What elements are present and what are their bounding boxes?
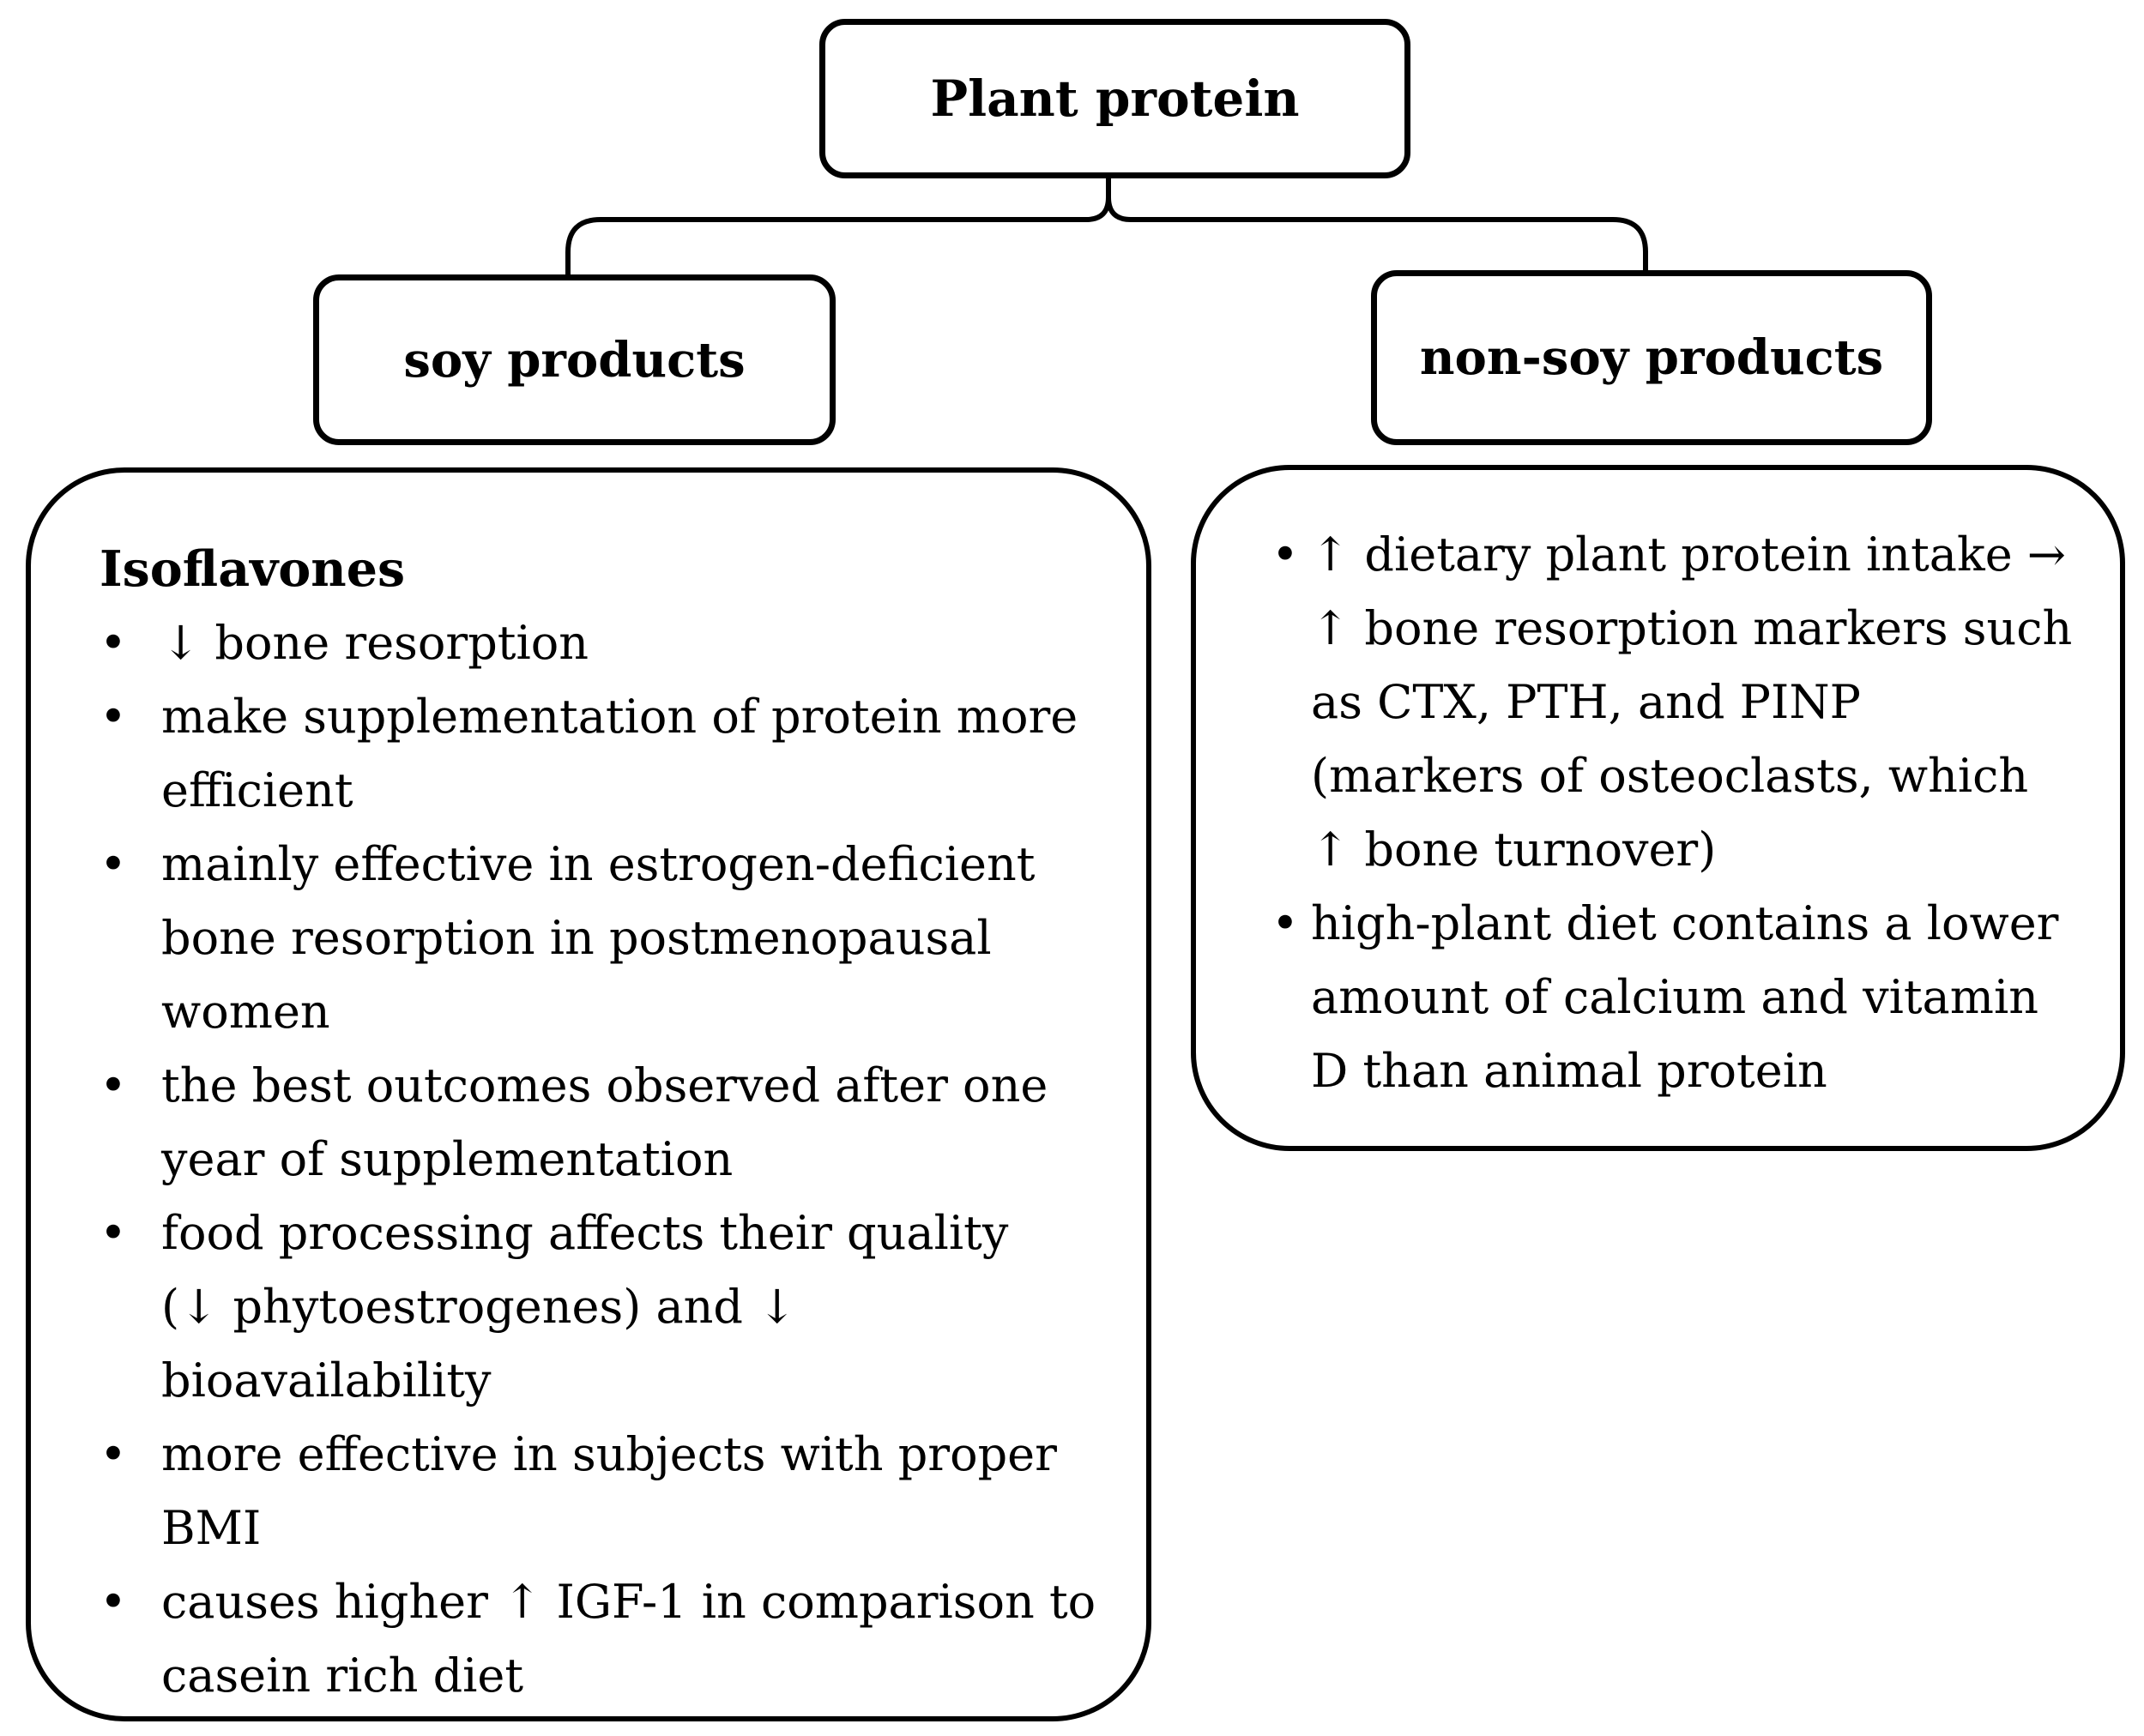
soy-bullet-text: the best outcomes observed after one yea…	[161, 1058, 1048, 1186]
bullet-icon: •	[100, 1575, 127, 1629]
list-item: • ↑ dietary plant protein intake → ↑ bon…	[1271, 518, 2087, 887]
nonsoy-details-content: • ↑ dietary plant protein intake → ↑ bon…	[1271, 518, 2087, 1108]
connector-right-branch	[1106, 168, 1648, 274]
soy-details-box: Isoflavones • ↓ bone resorption • make s…	[26, 467, 1151, 1721]
soy-bullet-text: ↓ bone resorption	[161, 616, 589, 670]
soy-bullet-text: causes higher ↑ IGF-1 in comparison to c…	[161, 1575, 1096, 1703]
soy-bullet-text: food processing affects their quality (↓…	[161, 1206, 1009, 1407]
connector-left-branch	[565, 168, 1111, 278]
list-item: • ↓ bone resorption	[100, 606, 1103, 680]
node-plant-protein-label: Plant protein	[930, 69, 1300, 128]
nonsoy-details-box: • ↑ dietary plant protein intake → ↑ bon…	[1191, 465, 2125, 1151]
bullet-icon: •	[1271, 896, 1299, 950]
bullet-icon: •	[100, 1058, 127, 1112]
bullet-icon: •	[100, 616, 127, 670]
nonsoy-bullet-text: high-plant diet contains a lower amount …	[1311, 896, 2059, 1098]
list-item: • the best outcomes observed after one y…	[100, 1049, 1103, 1197]
bullet-icon: •	[1271, 527, 1299, 582]
nonsoy-bullet-text: ↑ dietary plant protein intake → ↑ bone …	[1311, 527, 2073, 877]
node-soy-products-label: soy products	[403, 331, 746, 389]
node-plant-protein: Plant protein	[819, 19, 1410, 178]
list-item: • mainly effective in estrogen-deficient…	[100, 828, 1103, 1049]
node-nonsoy-products-label: non-soy products	[1419, 329, 1884, 386]
soy-details-heading: Isoflavones	[100, 540, 406, 598]
bullet-icon: •	[100, 837, 127, 891]
soy-bullet-text: make supplementation of protein more eff…	[161, 690, 1078, 817]
soy-bullet-text: mainly effective in estrogen-deficient b…	[161, 837, 1036, 1039]
soy-details-content: Isoflavones • ↓ bone resorption • make s…	[100, 533, 1103, 1713]
list-item: • causes higher ↑ IGF-1 in comparison to…	[100, 1565, 1103, 1713]
list-item: • make supplementation of protein more e…	[100, 680, 1103, 828]
list-item: • more effective in subjects with proper…	[100, 1418, 1103, 1565]
node-nonsoy-products: non-soy products	[1371, 270, 1932, 445]
bullet-icon: •	[100, 690, 127, 744]
list-item: • food processing affects their quality …	[100, 1197, 1103, 1418]
soy-bullet-text: more effective in subjects with proper B…	[161, 1427, 1057, 1555]
bullet-icon: •	[100, 1427, 127, 1481]
list-item: • high-plant diet contains a lower amoun…	[1271, 887, 2087, 1108]
node-soy-products: soy products	[313, 274, 836, 445]
bullet-icon: •	[100, 1206, 127, 1260]
